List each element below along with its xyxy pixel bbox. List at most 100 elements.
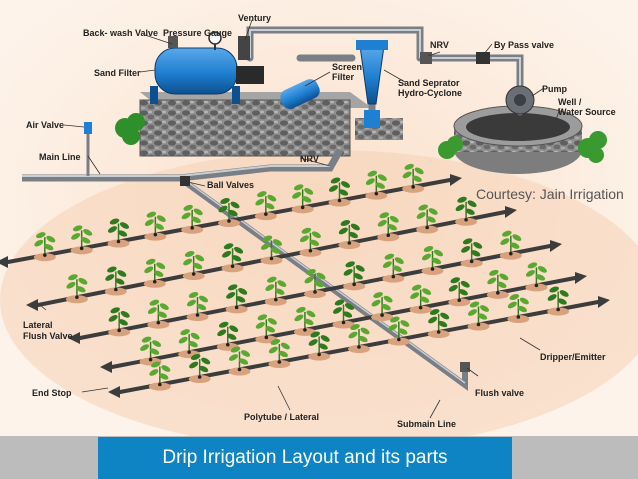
air-valve-body xyxy=(84,122,92,134)
backwash-valve xyxy=(168,36,178,48)
plant xyxy=(525,262,548,292)
label-screen-filter-line2: Filter xyxy=(332,72,355,82)
plant xyxy=(338,220,361,249)
plant xyxy=(182,251,205,280)
plant xyxy=(228,346,251,376)
plant xyxy=(188,354,211,383)
plant xyxy=(143,258,166,288)
label-well-line2: Water Source xyxy=(558,107,616,117)
label-nrv-mid: NRV xyxy=(300,154,319,164)
label-sand-separator-line1: Sand Seprator xyxy=(398,78,460,88)
label-ventury: Ventury xyxy=(238,13,272,23)
plant xyxy=(186,292,209,321)
plant xyxy=(218,198,240,227)
label-air-valve: Air Valve xyxy=(26,120,65,130)
page-title: Drip Irrigation Layout and its parts xyxy=(162,447,448,468)
label-backwash-valve: Back- wash Valve xyxy=(83,28,159,38)
plant xyxy=(371,292,394,322)
label-pump: Pump xyxy=(542,84,568,94)
plant xyxy=(387,316,410,346)
filter-platform xyxy=(140,100,350,156)
plant xyxy=(108,307,131,337)
plant xyxy=(328,177,351,207)
plant xyxy=(507,294,530,323)
label-ball-valves: Ball Valves xyxy=(207,180,255,190)
plant xyxy=(254,191,277,221)
plant xyxy=(377,212,400,242)
plant xyxy=(547,286,570,316)
plant xyxy=(178,329,201,359)
plant xyxy=(467,301,490,331)
plant xyxy=(365,170,388,200)
plant xyxy=(427,309,450,338)
plant xyxy=(299,227,322,257)
plant xyxy=(448,277,471,307)
plant xyxy=(221,243,244,273)
plant xyxy=(225,284,248,314)
label-end-stop: End Stop xyxy=(32,388,72,398)
plant xyxy=(264,276,287,306)
ball-valve-body xyxy=(180,176,190,186)
plant xyxy=(181,204,204,234)
label-lateral-flush-line2: Flush Valve xyxy=(23,331,73,341)
plant xyxy=(104,266,127,296)
label-pressure-gauge: Pressure Gauge xyxy=(163,28,233,38)
plant xyxy=(144,211,167,241)
label-bypass-valve: By Pass valve xyxy=(494,40,555,50)
leader-lines xyxy=(39,19,561,419)
plant xyxy=(308,331,331,361)
plant xyxy=(216,321,239,351)
plant xyxy=(343,261,366,291)
label-main-line: Main Line xyxy=(39,152,81,162)
label-submain-line: Submain Line xyxy=(397,419,457,429)
label-screen-filter-line1: Screen xyxy=(332,62,363,72)
plant xyxy=(416,204,439,234)
plant xyxy=(268,339,291,368)
plant xyxy=(260,235,283,265)
label-flush-valve: Flush valve xyxy=(475,388,525,398)
plant xyxy=(33,232,56,262)
plant xyxy=(291,184,314,214)
plant xyxy=(107,218,130,248)
label-dripper-emitter: Dripper/Emitter xyxy=(540,352,606,362)
main-line-pipe xyxy=(22,148,344,182)
label-nrv-top: NRV xyxy=(430,40,449,50)
bush-right-2 xyxy=(578,131,607,163)
caption-box xyxy=(98,437,512,479)
label-sand-filter: Sand Filter xyxy=(94,68,141,78)
plant xyxy=(402,163,425,193)
plant xyxy=(70,225,93,255)
plant xyxy=(147,299,170,329)
plant xyxy=(293,306,316,336)
plant xyxy=(460,238,483,268)
plant xyxy=(486,269,509,299)
bush-left xyxy=(115,113,145,145)
flush-valve-body xyxy=(460,362,470,372)
screen-filter-body xyxy=(280,79,320,109)
ventury-body xyxy=(238,36,250,60)
plant xyxy=(304,269,326,298)
plant xyxy=(348,324,370,353)
well-water xyxy=(466,113,570,141)
label-sand-separator-line2: Hydro-Cyclone xyxy=(398,88,463,98)
plant xyxy=(148,361,171,391)
bypass-valve-body xyxy=(476,52,490,64)
nrv-top-body xyxy=(420,52,432,64)
plant xyxy=(332,299,355,329)
bush-right-1 xyxy=(438,136,463,159)
label-polytube-lateral: Polytube / Lateral xyxy=(244,412,320,422)
plant xyxy=(455,196,478,226)
plant xyxy=(421,246,444,275)
label-well-line1: Well / xyxy=(558,97,582,107)
sand-filter-tank xyxy=(154,47,238,95)
credit-text: Courtesy: Jain Irrigation xyxy=(476,186,624,202)
label-lateral-flush-line1: Lateral xyxy=(23,320,53,330)
plant xyxy=(65,274,88,304)
lateral-end-arrows xyxy=(0,174,610,398)
plant xyxy=(382,253,405,283)
plant xyxy=(409,284,432,314)
plant-rows xyxy=(33,163,570,391)
plant xyxy=(499,230,522,260)
